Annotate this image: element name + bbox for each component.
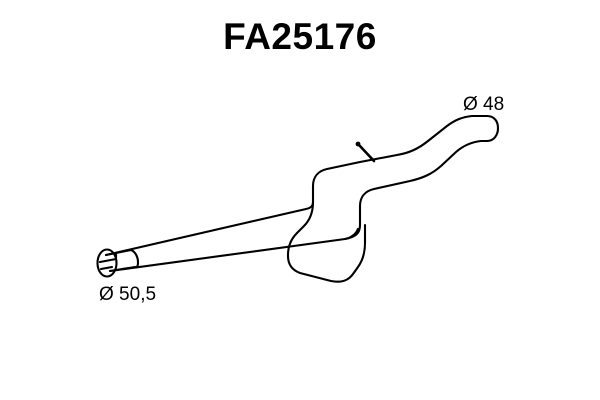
pipe-zbend-inner-edge [286,254,333,283]
pipe-socket-notch-lower [99,265,114,271]
pipe-socket-notch [98,251,118,264]
pipe-outline-group [96,114,500,283]
dimension-label-right-diameter: Ø 48 [463,94,505,115]
pipe-socket-rim [129,248,140,269]
page-title: FA25176 [223,16,377,57]
pipe-right-tip [485,114,500,143]
dimension-label-left-diameter: Ø 50,5 [99,284,157,305]
pipe-zbend-outer-sweep [329,223,367,283]
pipe-socket-collar [104,248,133,257]
pipe-bore-ellipse [96,248,118,278]
hanger-pin-rod [357,143,376,163]
pipe-lower-corner [343,227,360,241]
pipe-zbend-fold [286,200,315,258]
hanger-pin-head [355,141,361,147]
pipe-bottom-outline [108,139,489,273]
